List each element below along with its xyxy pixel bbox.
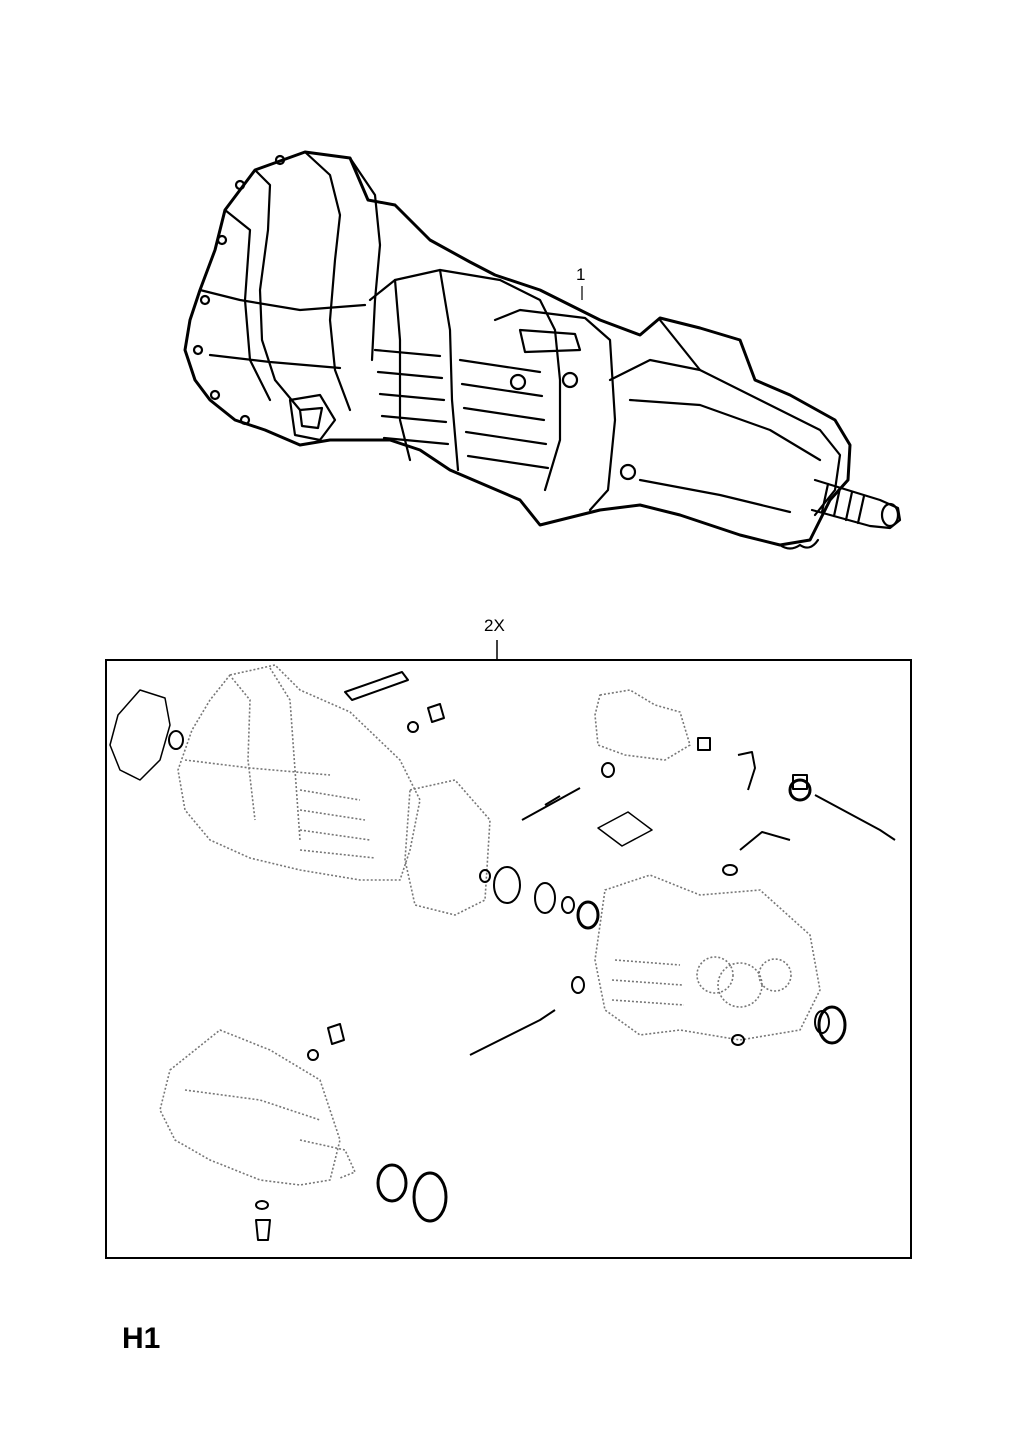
callout-item-1: 1 [576,265,586,284]
page-code-label: H1 [122,1322,161,1355]
kit-seals-illustration [109,671,896,1241]
callout-item-2x: 2X [484,616,505,635]
kit-frame [105,659,912,1259]
kit-components-illustration [159,664,821,1186]
gearbox-assembly-illustration [183,150,902,550]
